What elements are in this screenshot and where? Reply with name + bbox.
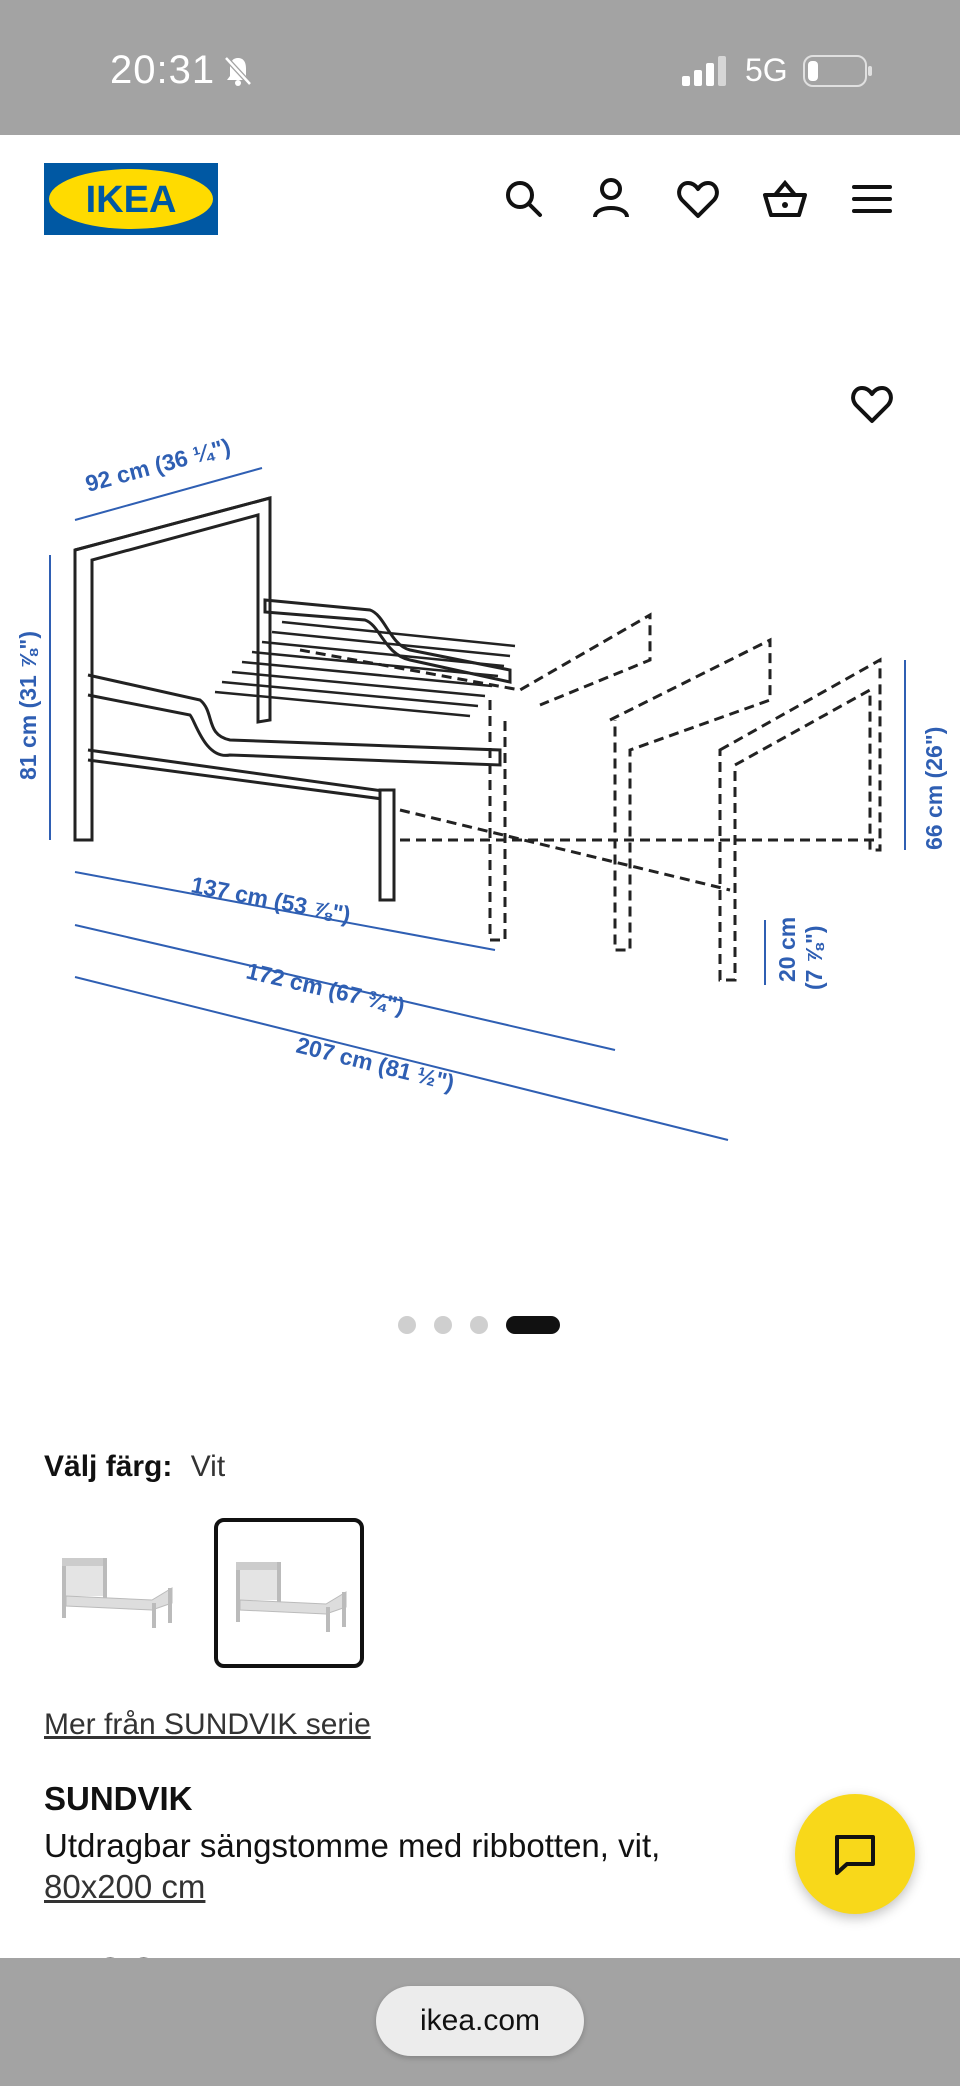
account-icon[interactable]	[587, 175, 635, 223]
url-bar[interactable]: ikea.com	[376, 1986, 584, 2056]
bed-thumbnail-icon	[62, 1558, 173, 1628]
leg-height-in-label: (7 ⅞")	[801, 925, 827, 990]
gallery-pagination[interactable]	[398, 1310, 578, 1334]
ikea-logo[interactable]: IKEA	[44, 163, 218, 235]
favorite-heart-icon[interactable]	[848, 380, 896, 428]
leg-height-cm-label: 20 cm	[774, 917, 800, 982]
length-172-label: 172 cm (67 ¾")	[244, 958, 407, 1020]
gallery-dot[interactable]	[398, 1316, 416, 1334]
status-bar: 20:31 5G	[0, 0, 960, 135]
color-label-text: Välj färg:	[44, 1450, 173, 1483]
height-dimension-label: 81 cm (31 ⅞")	[15, 631, 41, 780]
heart-icon[interactable]	[674, 175, 722, 223]
dimension-diagram: 92 cm (36 ¼") 81 cm (31 ⅞") 66 cm (26") …	[15, 433, 947, 1141]
right-height-dimension-label: 66 cm (26")	[921, 727, 947, 850]
width-dimension-label: 92 cm (36 ¼")	[83, 433, 234, 497]
status-time: 20:31	[110, 48, 216, 92]
length-207-label: 207 cm (81 ½")	[294, 1032, 457, 1096]
product-description: Utdragbar sängstomme med ribbotten, vit,	[44, 1827, 661, 1864]
signal-icon	[682, 56, 726, 86]
logo-text: IKEA	[86, 179, 177, 221]
color-swatch-option[interactable]	[44, 1518, 194, 1668]
length-137-label: 137 cm (53 ⅞")	[189, 871, 353, 927]
gallery-dot-active[interactable]	[506, 1316, 560, 1334]
series-link[interactable]: Mer från SUNDVIK serie	[44, 1708, 371, 1741]
search-icon[interactable]	[500, 175, 548, 223]
battery-icon	[803, 55, 872, 87]
product-size-link[interactable]: 80x200 cm	[44, 1868, 206, 1905]
browser-bottom-bar: ikea.com	[0, 1958, 960, 2086]
product-price: 1 995	[44, 1945, 194, 1959]
chat-button[interactable]	[795, 1794, 915, 1914]
gallery-dot[interactable]	[434, 1316, 452, 1334]
chat-icon	[835, 1835, 875, 1875]
network-type: 5G	[745, 52, 788, 88]
product-gallery[interactable]: 92 cm (36 ¼") 81 cm (31 ⅞") 66 cm (26") …	[0, 260, 960, 1334]
color-selector-label: Välj färg: Vit	[44, 1450, 225, 1484]
gallery-dot[interactable]	[470, 1316, 488, 1334]
cart-icon[interactable]	[761, 175, 809, 223]
menu-icon[interactable]	[848, 175, 896, 223]
product-name: SUNDVIK	[44, 1780, 193, 1817]
bell-muted-icon	[224, 56, 252, 86]
color-swatch-option-selected[interactable]	[214, 1518, 364, 1668]
bed-thumbnail-icon	[236, 1562, 347, 1632]
site-header: IKEA	[0, 135, 960, 260]
color-value: Vit	[190, 1450, 226, 1483]
